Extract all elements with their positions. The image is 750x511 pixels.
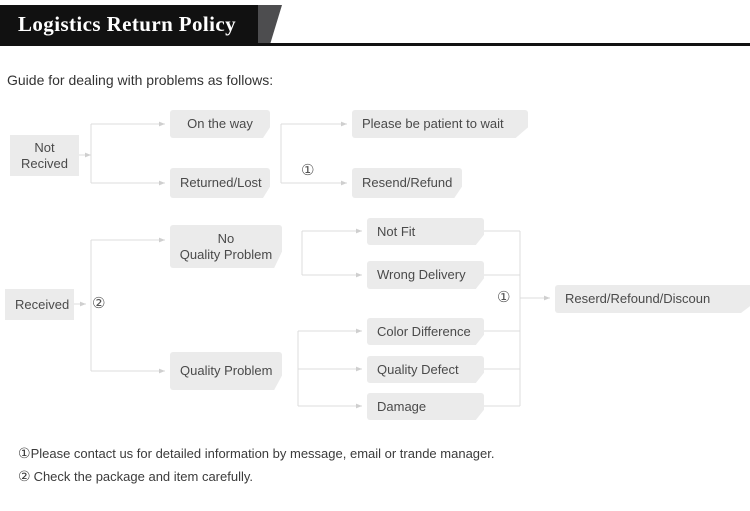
note-2-marker: ② <box>18 468 31 484</box>
note-1: ①Please contact us for detailed informat… <box>18 445 494 462</box>
header-accent-slash-icon <box>258 5 282 43</box>
node-not-fit[interactable]: Not Fit <box>367 218 484 245</box>
header-underline-rule <box>0 43 750 46</box>
note-2-text: Check the package and item carefully. <box>33 469 253 484</box>
node-resend-refund[interactable]: Resend/Refund <box>352 168 462 198</box>
node-damage[interactable]: Damage <box>367 393 484 420</box>
node-on-the-way[interactable]: On the way <box>170 110 270 138</box>
node-resend-refund-discount[interactable]: Reserd/Refound/Discoun <box>555 285 750 313</box>
node-wrong-delivery[interactable]: Wrong Delivery <box>367 261 484 289</box>
node-color-difference[interactable]: Color Difference <box>367 318 484 345</box>
node-please-be-patient[interactable]: Please be patient to wait <box>352 110 528 138</box>
node-not-received[interactable]: Not Recived <box>10 135 79 176</box>
note-1-marker: ① <box>18 445 31 461</box>
node-no-quality-problem[interactable]: No Quality Problem <box>170 225 282 268</box>
node-quality-problem[interactable]: Quality Problem <box>170 352 282 390</box>
intro-text: Guide for dealing with problems as follo… <box>7 72 274 88</box>
node-received[interactable]: Received <box>5 289 74 320</box>
marker-circled-one-lower: ① <box>497 289 511 306</box>
page-header: Logistics Return Policy <box>0 0 750 46</box>
marker-circled-two: ② <box>92 295 106 312</box>
header-black-bar <box>0 5 258 43</box>
page-title: Logistics Return Policy <box>18 12 237 36</box>
node-quality-defect[interactable]: Quality Defect <box>367 356 484 383</box>
node-returned-lost[interactable]: Returned/Lost <box>170 168 270 198</box>
marker-circled-one-upper: ① <box>301 162 315 179</box>
note-1-text: Please contact us for detailed informati… <box>30 446 495 461</box>
